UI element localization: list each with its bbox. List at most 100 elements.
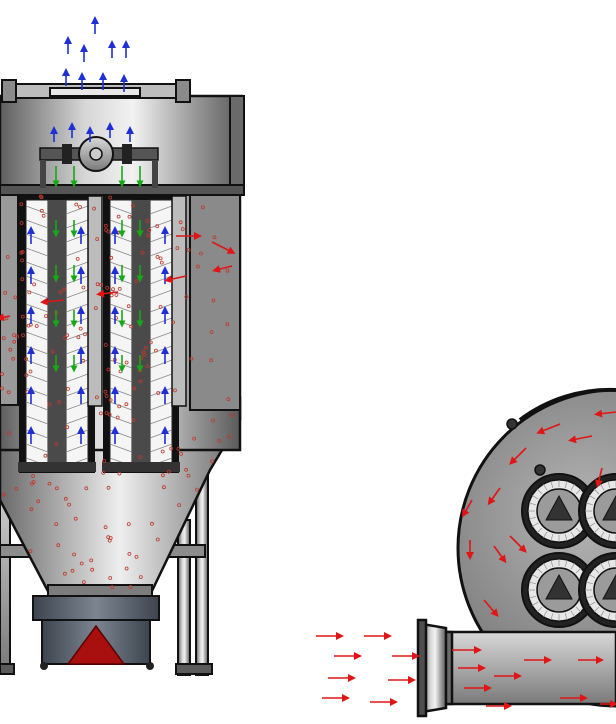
pleat-line: [528, 581, 536, 585]
cartridge-end: [521, 473, 597, 549]
dust-particle: [63, 336, 68, 340]
filter-media: [109, 199, 133, 465]
dust-particle: [134, 555, 139, 559]
pleat-line: [65, 373, 89, 383]
pulse-valve-manifold: [39, 136, 159, 188]
dust-particle: [155, 254, 160, 259]
dust-particle: [103, 343, 108, 347]
pleat-line: [65, 401, 89, 411]
dirty-air-arrow: [483, 599, 499, 618]
pleat-line: [570, 562, 575, 570]
dust-particle: [171, 320, 176, 325]
dust-particle: [225, 322, 230, 327]
pleat-line: [149, 247, 173, 257]
pleat-line: [600, 562, 605, 570]
dust-particle: [178, 220, 183, 225]
dust-particle: [199, 251, 203, 256]
cartridge-end: [578, 552, 616, 628]
dust-particle: [108, 576, 113, 580]
pleat-line: [550, 613, 554, 621]
dust-particle: [145, 218, 150, 223]
dust-particle: [124, 566, 129, 571]
dust-particle: [8, 347, 13, 352]
pleat-line: [593, 606, 600, 613]
dust-particle: [32, 282, 36, 287]
dust-particle: [141, 350, 146, 355]
pleat-line: [585, 595, 593, 599]
dust-particle: [36, 499, 41, 504]
dust-particle: [103, 389, 108, 394]
dust-particle: [95, 282, 100, 287]
pleat-line: [65, 247, 89, 257]
pleat-line: [550, 534, 554, 542]
pleat-line: [25, 219, 49, 229]
dust-particle: [83, 332, 87, 337]
pleat-line: [25, 415, 49, 425]
dirty-air-arrow: [509, 535, 527, 553]
dust-particle: [99, 282, 103, 287]
dust-particle: [3, 290, 8, 295]
dust-particle: [55, 486, 59, 491]
dust-particle: [153, 348, 158, 353]
dirty-air-arrow: [212, 265, 233, 273]
dust-particle: [34, 324, 39, 328]
pleat-line: [536, 567, 543, 574]
dust-particle: [54, 522, 59, 526]
pleat-line: [109, 219, 133, 229]
dust-particle: [27, 290, 32, 295]
dust-particle: [28, 369, 33, 374]
pleat-line: [536, 488, 543, 495]
dust-particle: [132, 386, 137, 391]
dust-particle: [43, 453, 48, 458]
pleat-line: [550, 480, 554, 488]
dust-particle: [109, 255, 114, 260]
venturi-triangle-icon: [602, 494, 616, 521]
dust-particle: [184, 467, 189, 472]
pleat-line: [607, 534, 611, 542]
pleat-line: [528, 502, 536, 506]
dust-particle: [0, 372, 4, 376]
dirty-air-arrow: [164, 275, 187, 284]
cartridge-collector-unit: [0, 16, 245, 676]
dust-particle: [103, 525, 108, 530]
dirty-air-arrow: [0, 313, 11, 322]
filter-media: [65, 199, 89, 465]
dust-particle: [54, 442, 59, 446]
dust-particle: [19, 221, 24, 225]
pleat-line: [65, 233, 89, 243]
pleat-line: [593, 527, 600, 534]
dust-particle: [7, 431, 11, 436]
pleat-line: [65, 415, 89, 425]
pleat-line: [25, 317, 49, 327]
pleat-line: [109, 303, 133, 313]
pleat-line: [109, 443, 133, 453]
dust-particle: [24, 373, 29, 378]
dust-particle: [95, 237, 100, 242]
pleat-line: [531, 574, 539, 579]
right-unit-flow-arrows: [316, 409, 616, 710]
pleat-line: [588, 574, 596, 579]
dust-particle: [74, 202, 79, 207]
pleat-line: [149, 317, 173, 327]
dust-particle: [44, 314, 48, 319]
dust-particle: [102, 458, 106, 463]
dust-particle: [211, 418, 215, 423]
pleat-line: [588, 522, 596, 527]
dust-particle: [76, 335, 81, 340]
dust-particle: [200, 205, 205, 210]
dust-particle: [126, 522, 131, 526]
pleat-line: [25, 303, 49, 313]
clean-air-plenum: [0, 94, 244, 190]
dust-particle: [81, 285, 86, 290]
dust-particle: [160, 473, 165, 478]
dust-particle: [5, 255, 10, 259]
dirty-air-arrow: [568, 435, 593, 444]
dust-particle: [24, 357, 29, 361]
dust-particle: [20, 314, 25, 319]
dust-particle: [227, 434, 231, 439]
dust-particle: [65, 333, 70, 338]
dust-particle: [20, 277, 25, 282]
dust-particle: [56, 543, 61, 548]
pleat-line: [149, 233, 173, 243]
